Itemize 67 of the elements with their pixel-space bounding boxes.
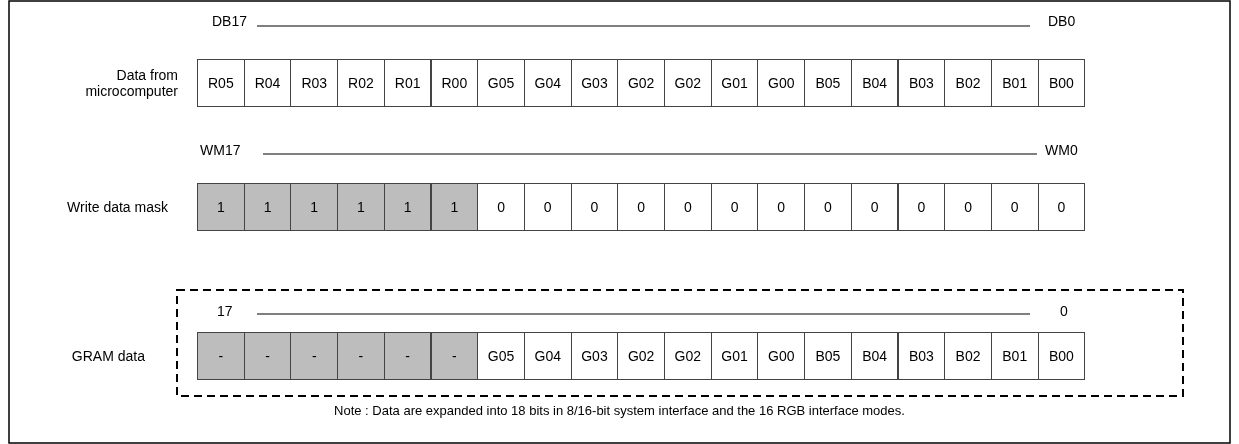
bit-cell: G04	[523, 59, 572, 107]
bit-cell: B04	[850, 59, 899, 107]
bit-label: WM17	[200, 142, 241, 158]
bit-cell: G03	[570, 332, 619, 380]
bit-cell: 0	[757, 183, 806, 231]
note-text: Note : Data are expanded into 18 bits in 8/16-bit system interface and the 16 RGB interface modes.	[333, 403, 906, 419]
bit-label: 17	[217, 303, 233, 319]
bit-cell: G02	[664, 332, 712, 380]
bit-cell: B05	[804, 59, 852, 107]
bit-cell: 1	[337, 183, 385, 231]
bit-cell: G04	[523, 332, 572, 380]
bit-cell: 0	[944, 183, 992, 231]
bit-cell: 0	[477, 183, 525, 231]
row-label: Data from microcomputer	[84, 67, 178, 99]
row-label: Write data mask	[66, 199, 168, 215]
bit-cell: 1	[290, 183, 339, 231]
bit-cell: -	[337, 332, 385, 380]
bit-cell: 0	[897, 183, 946, 231]
bit-cell: -	[197, 332, 245, 380]
bit-cell: R01	[383, 59, 432, 107]
bit-cell: G02	[617, 59, 665, 107]
bit-cell: G00	[757, 59, 806, 107]
bit-label: WM0	[1045, 142, 1078, 158]
bit-cell: 0	[617, 183, 665, 231]
bit-cell: G03	[570, 59, 619, 107]
bit-cell: B04	[850, 332, 899, 380]
bit-cell: G00	[757, 332, 806, 380]
bit-cell: B00	[1037, 59, 1086, 107]
bit-cell: 0	[710, 183, 759, 231]
bit-cell: G01	[710, 332, 759, 380]
bit-cell: 0	[804, 183, 852, 231]
bit-cell: 0	[664, 183, 712, 231]
bit-cell: -	[383, 332, 432, 380]
bit-cell: 1	[243, 183, 292, 231]
bit-cell: R00	[430, 59, 479, 107]
bit-cell: 0	[570, 183, 619, 231]
bit-cell: -	[243, 332, 292, 380]
bit-cell: B05	[804, 332, 852, 380]
bit-cell: B00	[1037, 332, 1086, 380]
bit-cell: B01	[990, 332, 1039, 380]
bit-cell: B02	[944, 59, 992, 107]
bit-cell: B03	[897, 332, 946, 380]
bit-cell: R02	[337, 59, 385, 107]
bit-cell: R03	[290, 59, 339, 107]
bit-cell: 0	[1037, 183, 1086, 231]
bit-cell: 1	[383, 183, 432, 231]
bit-cell: G02	[617, 332, 665, 380]
row-label: GRAM data	[70, 348, 145, 364]
bit-cell: B03	[897, 59, 946, 107]
bit-cell: R05	[197, 59, 245, 107]
bit-cell: 1	[430, 183, 479, 231]
bit-label: DB0	[1048, 13, 1076, 29]
bit-label: DB17	[212, 13, 248, 29]
bit-cell: G01	[710, 59, 759, 107]
bit-cell: 0	[850, 183, 899, 231]
bit-cell: 0	[523, 183, 572, 231]
bit-cell: -	[430, 332, 479, 380]
bit-cell: 0	[990, 183, 1039, 231]
bit-cell: -	[290, 332, 339, 380]
bit-cell: G02	[664, 59, 712, 107]
bit-cell: B02	[944, 332, 992, 380]
bit-cell: G05	[477, 59, 525, 107]
bit-cell: B01	[990, 59, 1039, 107]
bit-cell: 1	[197, 183, 245, 231]
bit-label: 0	[1060, 303, 1068, 319]
bit-cell: R04	[243, 59, 292, 107]
bit-cell: G05	[477, 332, 525, 380]
